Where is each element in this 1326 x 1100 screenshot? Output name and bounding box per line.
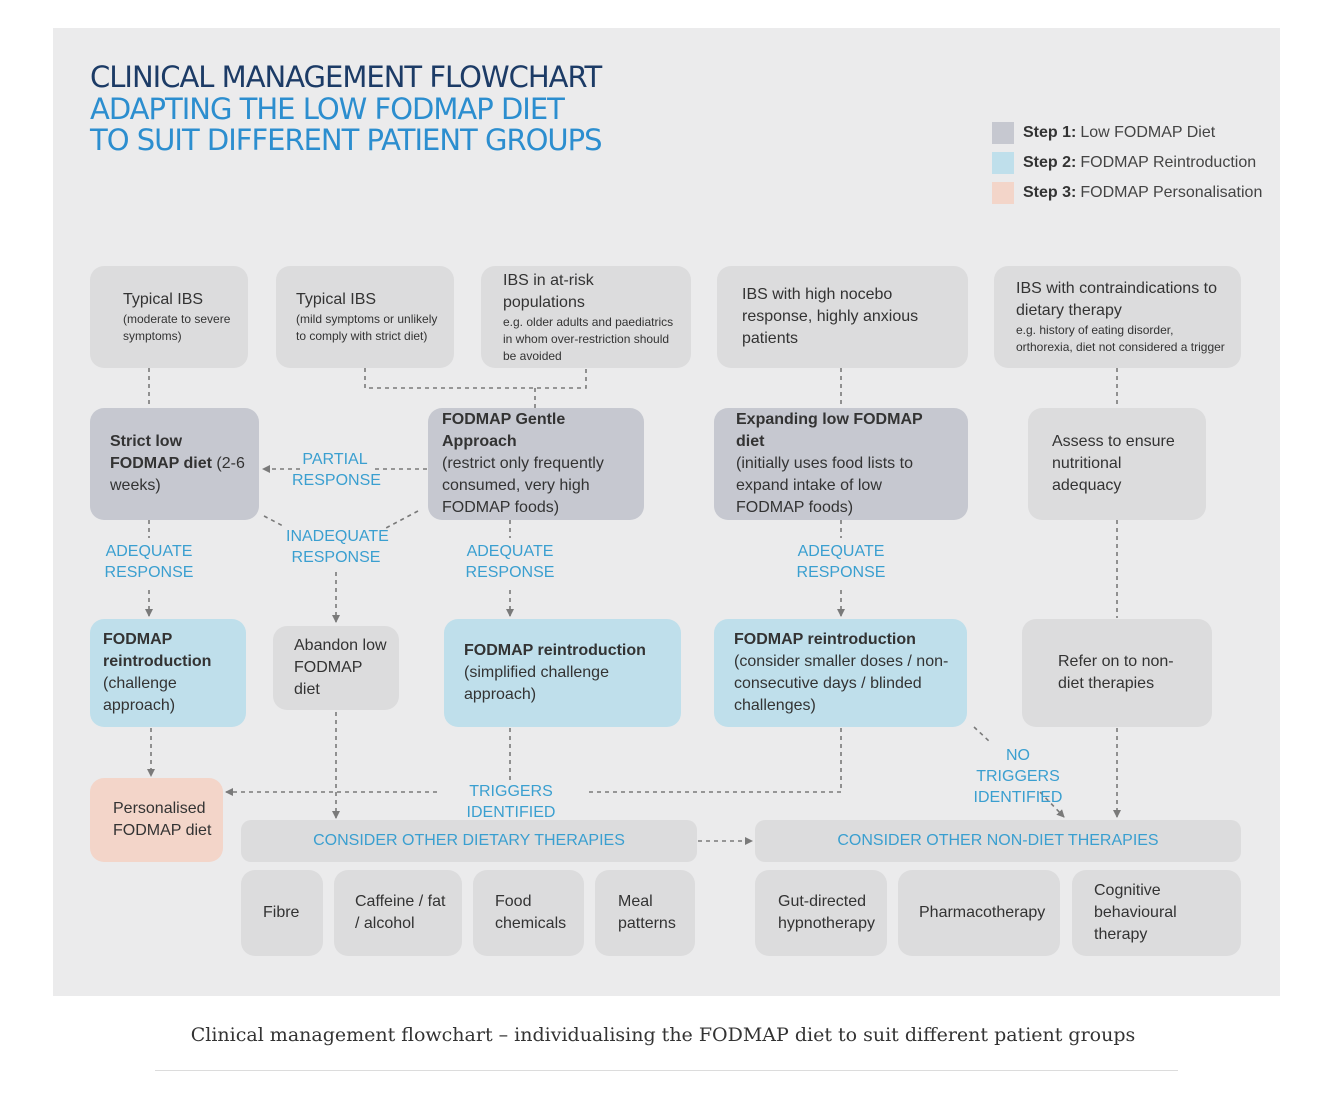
box-bold: FODMAP reintroduction bbox=[103, 631, 212, 670]
therapy-fibre: Fibre bbox=[241, 870, 323, 956]
legend-swatch-step1 bbox=[992, 122, 1014, 144]
step1-gentle-approach: FODMAP Gentle Approach (restrict only fr… bbox=[428, 408, 644, 520]
group-title: IBS in at-risk populations bbox=[503, 271, 594, 311]
therapy-gut-directed-hypnotherapy: Gut-directed hypnotherapy bbox=[755, 870, 887, 956]
flowchart-subtitle: ADAPTING THE LOW FODMAP DIET TO SUIT DIF… bbox=[90, 92, 603, 157]
step3-personalised-diet: Personalised FODMAP diet bbox=[90, 778, 223, 862]
box-rest: (challenge approach) bbox=[103, 675, 177, 714]
box-rest: (2-6 weeks) bbox=[110, 455, 245, 494]
group-typical-ibs-moderate: Typical IBS (moderate to severe symptoms… bbox=[90, 266, 248, 368]
group-sub: (mild symptoms or unlikely to comply wit… bbox=[296, 312, 438, 343]
group-title: IBS with contraindications to dietary th… bbox=[1016, 280, 1217, 319]
therapy-caffeine-fat-alcohol: Caffeine / fat / alcohol bbox=[334, 870, 462, 956]
box-text: FODMAP reintroduction (consider smaller … bbox=[734, 629, 957, 717]
header-other-dietary-therapies: CONSIDER OTHER DIETARY THERAPIES bbox=[241, 820, 697, 862]
step1-expanding-low-fodmap: Expanding low FODMAP diet (initially use… bbox=[714, 408, 968, 520]
therapy-label: Food chemicals bbox=[495, 893, 567, 932]
group-sub: e.g. history of eating disorder, orthore… bbox=[1016, 323, 1225, 354]
legend-swatch-step3 bbox=[992, 182, 1014, 204]
subtitle-line-1: ADAPTING THE LOW FODMAP DIET bbox=[90, 92, 565, 126]
box-text: Personalised FODMAP diet bbox=[113, 800, 212, 839]
label-triggers-identified: TRIGGERS IDENTIFIED bbox=[437, 781, 585, 823]
step2-reintroduction-challenge: FODMAP reintroduction (challenge approac… bbox=[90, 619, 246, 727]
header-other-non-diet-therapies: CONSIDER OTHER NON-DIET THERAPIES bbox=[755, 820, 1241, 862]
therapy-label: Fibre bbox=[263, 904, 300, 921]
step1-strict-low-fodmap: Strict low FODMAP diet (2-6 weeks) bbox=[90, 408, 259, 520]
group-contraindications: IBS with contraindications to dietary th… bbox=[994, 266, 1241, 368]
box-rest: (simplified challenge approach) bbox=[464, 664, 609, 703]
label-adequate-response-1: ADEQUATE RESPONSE bbox=[104, 543, 194, 581]
group-sub: e.g. older adults and paediatrics in who… bbox=[503, 314, 674, 363]
box-bold: FODMAP reintroduction bbox=[464, 642, 646, 659]
arrow-no-triggers bbox=[1039, 791, 1065, 818]
therapy-pharmacotherapy: Pharmacotherapy bbox=[898, 870, 1060, 956]
step2-reintroduction-modified: FODMAP reintroduction (consider smaller … bbox=[714, 619, 967, 727]
box-text: Assess to ensure nutritional adequacy bbox=[1052, 433, 1175, 494]
group-typical-ibs-mild: Typical IBS (mild symptoms or unlikely t… bbox=[276, 266, 454, 368]
therapy-label: Gut-directed hypnotherapy bbox=[778, 893, 875, 932]
group-sub: (moderate to severe symptoms) bbox=[123, 312, 231, 343]
box-rest: (restrict only frequently consumed, very… bbox=[442, 455, 604, 516]
legend-swatch-step2 bbox=[992, 152, 1014, 174]
box-bold: FODMAP reintroduction bbox=[734, 631, 916, 648]
legend: Step 1: Low FODMAP Diet Step 2: FODMAP R… bbox=[992, 118, 1262, 208]
subtitle-line-2: TO SUIT DIFFERENT PATIENT GROUPS bbox=[90, 123, 603, 157]
step2-reintroduction-simplified: FODMAP reintroduction (simplified challe… bbox=[444, 619, 681, 727]
legend-item-step2: Step 2: FODMAP Reintroduction bbox=[992, 148, 1262, 178]
legend-label: FODMAP Reintroduction bbox=[1080, 154, 1257, 171]
box-text: Refer on to non-diet therapies bbox=[1058, 653, 1174, 692]
box-text: Strict low FODMAP diet (2-6 weeks) bbox=[110, 431, 249, 497]
connector-inadequate-right bbox=[385, 510, 419, 529]
legend-step: Step 3: bbox=[1023, 184, 1077, 201]
connector-reintro3-triggers bbox=[585, 728, 842, 793]
connector-inadequate-left bbox=[263, 515, 286, 528]
legend-label: Low FODMAP Diet bbox=[1080, 124, 1216, 141]
box-bold: Strict low FODMAP diet bbox=[110, 433, 212, 472]
group-title: Typical IBS bbox=[123, 291, 204, 308]
box-bold: Expanding low FODMAP diet bbox=[736, 411, 923, 450]
step1-assess-nutrition: Assess to ensure nutritional adequacy bbox=[1028, 408, 1206, 520]
label-inadequate-response: INADEQUATE RESPONSE bbox=[286, 528, 389, 566]
legend-label: FODMAP Personalisation bbox=[1080, 184, 1263, 201]
box-text: Abandon low FODMAP diet bbox=[294, 637, 387, 698]
figure-caption: Clinical management flowchart – individu… bbox=[190, 1024, 1136, 1046]
box-rest: (consider smaller doses / non-consecutiv… bbox=[734, 653, 949, 714]
connector-g2-g3-join bbox=[364, 368, 587, 389]
group-title: Typical IBS bbox=[296, 291, 377, 308]
legend-item-step1: Step 1: Low FODMAP Diet bbox=[992, 118, 1262, 148]
connector-no-triggers bbox=[973, 726, 991, 743]
label-adequate-response-2: ADEQUATE RESPONSE bbox=[465, 543, 555, 581]
label-no-triggers-identified: NO TRIGGERS IDENTIFIED bbox=[973, 747, 1063, 806]
caption-divider bbox=[155, 1070, 1178, 1071]
therapy-cognitive-behavioural: Cognitive behavioural therapy bbox=[1072, 870, 1241, 956]
group-at-risk: IBS in at-risk populations e.g. older ad… bbox=[481, 266, 691, 368]
label-partial-response: PARTIAL RESPONSE bbox=[292, 451, 381, 489]
therapy-label: Pharmacotherapy bbox=[919, 904, 1046, 921]
therapy-label: Caffeine / fat / alcohol bbox=[355, 893, 446, 932]
box-bold: FODMAP Gentle Approach bbox=[442, 411, 566, 450]
therapy-label: Cognitive behavioural therapy bbox=[1094, 882, 1177, 943]
legend-step: Step 2: bbox=[1023, 154, 1077, 171]
box-rest: (initially uses food lists to expand int… bbox=[736, 455, 913, 516]
therapy-label: Meal patterns bbox=[618, 893, 676, 932]
therapy-meal-patterns: Meal patterns bbox=[595, 870, 695, 956]
group-title: IBS with high nocebo response, highly an… bbox=[742, 286, 919, 347]
legend-step: Step 1: bbox=[1023, 124, 1077, 141]
abandon-low-fodmap: Abandon low FODMAP diet bbox=[273, 626, 399, 710]
group-high-nocebo: IBS with high nocebo response, highly an… bbox=[717, 266, 968, 368]
label-adequate-response-3: ADEQUATE RESPONSE bbox=[796, 543, 886, 581]
legend-item-step3: Step 3: FODMAP Personalisation bbox=[992, 178, 1262, 208]
flowchart-title: CLINICAL MANAGEMENT FLOWCHART bbox=[90, 60, 602, 94]
refer-non-diet: Refer on to non-diet therapies bbox=[1022, 619, 1212, 727]
therapy-food-chemicals: Food chemicals bbox=[473, 870, 584, 956]
